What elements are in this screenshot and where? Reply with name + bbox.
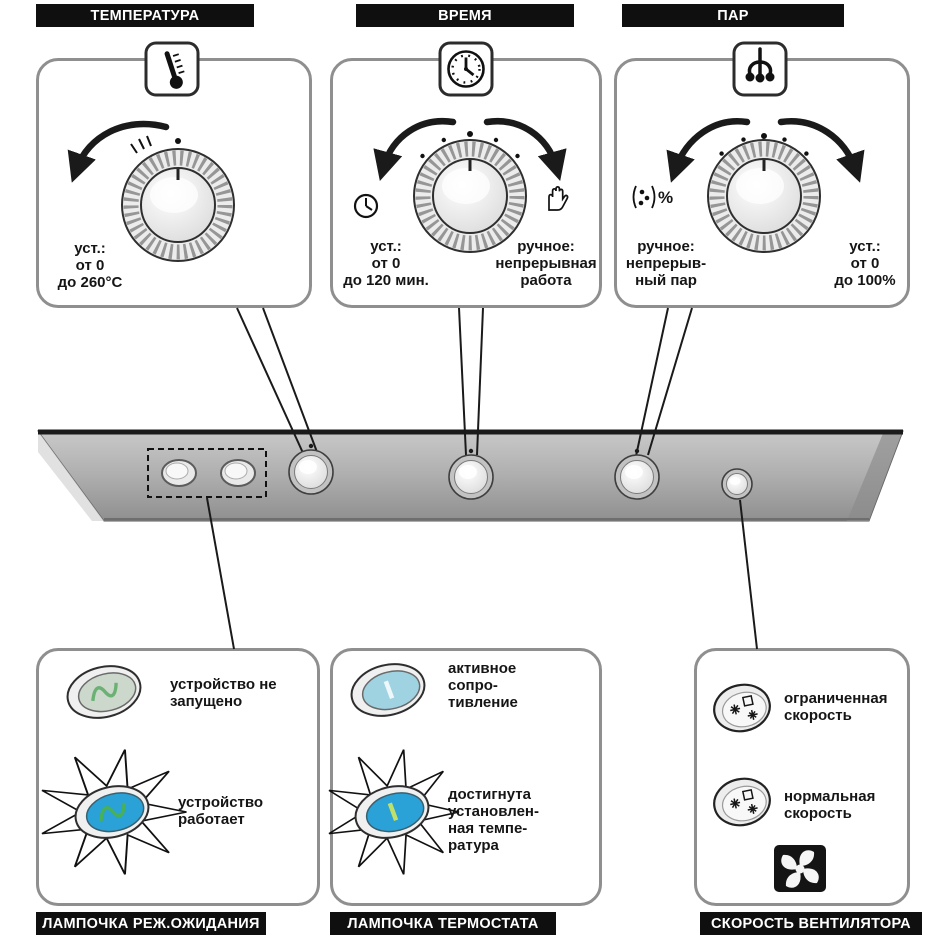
steam-knob <box>614 448 660 500</box>
standby-not-started-label: устройство не запущено <box>170 676 277 711</box>
standby-light-right <box>220 459 256 487</box>
standby-running-label: устройство работает <box>178 794 264 829</box>
steam-header-bar: ПАР <box>622 4 844 27</box>
control-panel-strip <box>37 429 904 522</box>
steam-manual-label: ручное: непрерыв- ный пар <box>625 238 707 290</box>
standby-light-left <box>161 459 197 487</box>
temperature-range-label: уст.: от 0 до 260°C <box>57 240 123 292</box>
temperature-knob <box>288 443 334 495</box>
steam-range-label: уст.: от 0 до 100% <box>834 238 896 290</box>
thermostat-reached-label: достигнута установлен- ная темпе- ратура <box>448 786 539 855</box>
temperature-header-bar: ТЕМПЕРАТУРА <box>36 4 254 27</box>
fan-speed-button-on-strip <box>721 468 753 500</box>
time-manual-label: ручное: непрерывная работа <box>495 238 597 290</box>
fan-speed-panel <box>694 648 910 906</box>
thermostat-active-label: активное сопро- тивление <box>448 660 518 712</box>
time-header-bar: ВРЕМЯ <box>356 4 574 27</box>
time-knob <box>448 448 494 500</box>
standby-lights-on-strip <box>147 448 267 498</box>
steam-percent-symbol: % <box>658 188 674 207</box>
connector-lines <box>206 307 758 650</box>
time-range-label: уст.: от 0 до 120 мин. <box>343 238 429 290</box>
fan-limited-label: ограниченная скорость <box>784 690 888 725</box>
standby-footer-bar: ЛАМПОЧКА РЕЖ.ОЖИДАНИЯ <box>36 912 266 935</box>
fan-normal-label: нормальная скорость <box>784 788 876 823</box>
fan-footer-bar: СКОРОСТЬ ВЕНТИЛЯТОРА <box>700 912 922 935</box>
thermostat-footer-bar: ЛАМПОЧКА ТЕРМОСТАТА <box>330 912 556 935</box>
